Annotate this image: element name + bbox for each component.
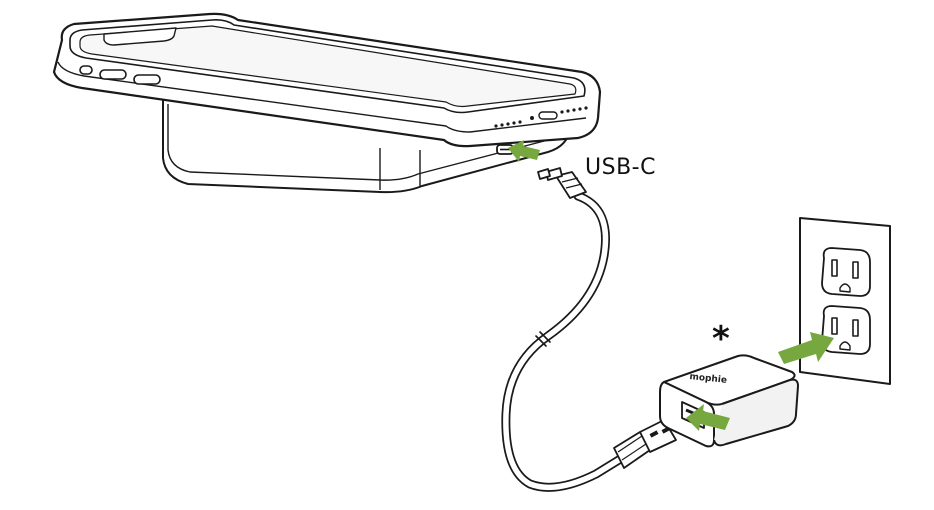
usb-c-plug — [537, 167, 587, 199]
insert-arrow-usb-c — [508, 140, 540, 162]
insert-arrow-usb-a — [686, 404, 730, 431]
footnote-asterisk: * — [712, 319, 730, 359]
usb-c-label: USB-C — [585, 155, 656, 180]
smartphone — [52, 12, 602, 148]
usb-cable — [501, 191, 627, 492]
insert-arrow-outlet — [778, 332, 834, 364]
wall-outlet — [799, 217, 891, 385]
wall-adapter — [659, 354, 799, 448]
usb-c-port — [496, 144, 514, 155]
